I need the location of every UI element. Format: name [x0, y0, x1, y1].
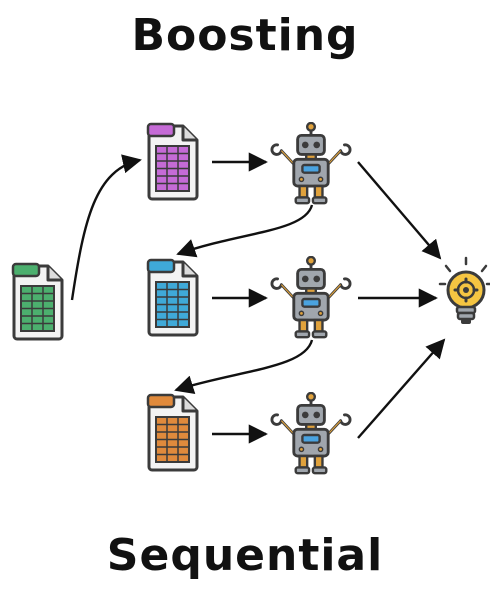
spreadsheet-icon [146, 122, 199, 201]
arrow-model-2-to-dataset-3 [174, 339, 314, 395]
model-3 [270, 392, 352, 475]
spreadsheet-icon [11, 262, 64, 341]
arrow-model-1-to-dataset-2 [176, 204, 314, 258]
output-lightbulb [438, 256, 490, 324]
input-dataset [11, 262, 64, 341]
arrow-input-to-dataset-1 [70, 154, 142, 301]
lightbulb-gear-icon [438, 256, 490, 324]
dataset-1 [146, 122, 199, 201]
robot-icon [270, 256, 352, 339]
dataset-2 [146, 258, 199, 337]
diagram-title: Boosting [131, 10, 359, 61]
robot-icon [270, 122, 352, 205]
diagram-subtitle: Sequential [106, 530, 384, 581]
arrow-model-1-to-output [357, 161, 442, 260]
arrow-model-3-to-output [357, 338, 446, 439]
robot-icon [270, 392, 352, 475]
dataset-3 [146, 393, 199, 472]
spreadsheet-icon [146, 258, 199, 337]
model-2 [270, 256, 352, 339]
spreadsheet-icon [146, 393, 199, 472]
model-1 [270, 122, 352, 205]
